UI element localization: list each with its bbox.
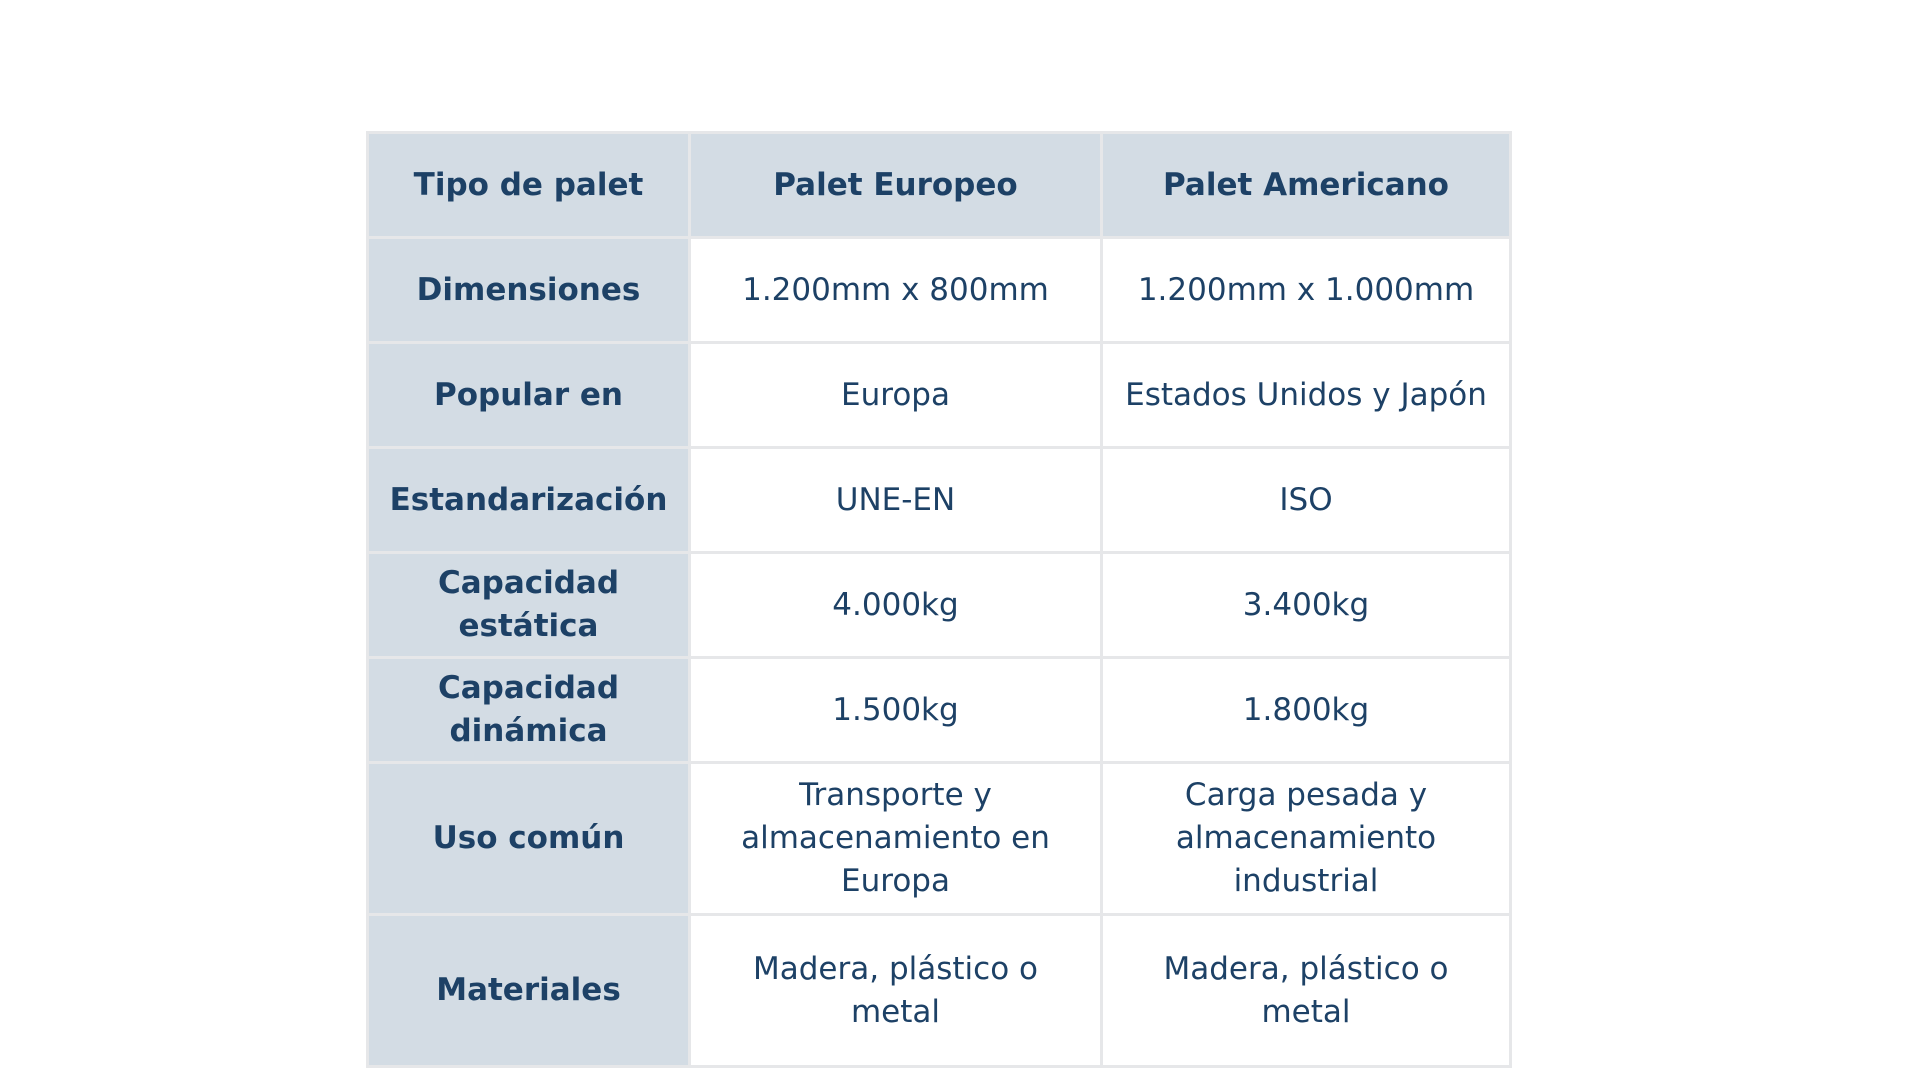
- cell-americano: Carga pesada y almacenamiento industrial: [1100, 761, 1512, 916]
- cell-europeo: 1.500kg: [688, 656, 1103, 764]
- table-row-uso-comun: Uso común Transporte y almacenamiento en…: [366, 761, 1512, 916]
- table-row-materiales: Materiales Madera, plástico o metal Made…: [366, 913, 1512, 1068]
- cell-americano: Estados Unidos y Japón: [1100, 341, 1512, 449]
- table-header-row: Tipo de palet Palet Europeo Palet Americ…: [366, 131, 1512, 239]
- row-label: Dimensiones: [366, 236, 691, 344]
- cell-americano: 3.400kg: [1100, 551, 1512, 659]
- header-cell-americano: Palet Americano: [1100, 131, 1512, 239]
- cell-europeo: 4.000kg: [688, 551, 1103, 659]
- table-row-capacidad-dinamica: Capacidad dinámica 1.500kg 1.800kg: [366, 656, 1512, 764]
- cell-americano: Madera, plástico o metal: [1100, 913, 1512, 1068]
- header-cell-tipo: Tipo de palet: [366, 131, 691, 239]
- table-row-popular: Popular en Europa Estados Unidos y Japón: [366, 341, 1512, 449]
- row-label: Capacidad estática: [366, 551, 691, 659]
- cell-americano: ISO: [1100, 446, 1512, 554]
- cell-europeo: Madera, plástico o metal: [688, 913, 1103, 1068]
- cell-europeo: Transporte y almacenamiento en Europa: [688, 761, 1103, 916]
- table-row-capacidad-estatica: Capacidad estática 4.000kg 3.400kg: [366, 551, 1512, 659]
- pallet-comparison-table: Tipo de palet Palet Europeo Palet Americ…: [366, 131, 1512, 1068]
- cell-europeo: Europa: [688, 341, 1103, 449]
- table-row-dimensiones: Dimensiones 1.200mm x 800mm 1.200mm x 1.…: [366, 236, 1512, 344]
- cell-europeo: UNE-EN: [688, 446, 1103, 554]
- cell-americano: 1.200mm x 1.000mm: [1100, 236, 1512, 344]
- header-cell-europeo: Palet Europeo: [688, 131, 1103, 239]
- row-label: Uso común: [366, 761, 691, 916]
- row-label: Popular en: [366, 341, 691, 449]
- cell-americano: 1.800kg: [1100, 656, 1512, 764]
- row-label: Materiales: [366, 913, 691, 1068]
- row-label: Estandarización: [366, 446, 691, 554]
- table-row-estandarizacion: Estandarización UNE-EN ISO: [366, 446, 1512, 554]
- row-label: Capacidad dinámica: [366, 656, 691, 764]
- cell-europeo: 1.200mm x 800mm: [688, 236, 1103, 344]
